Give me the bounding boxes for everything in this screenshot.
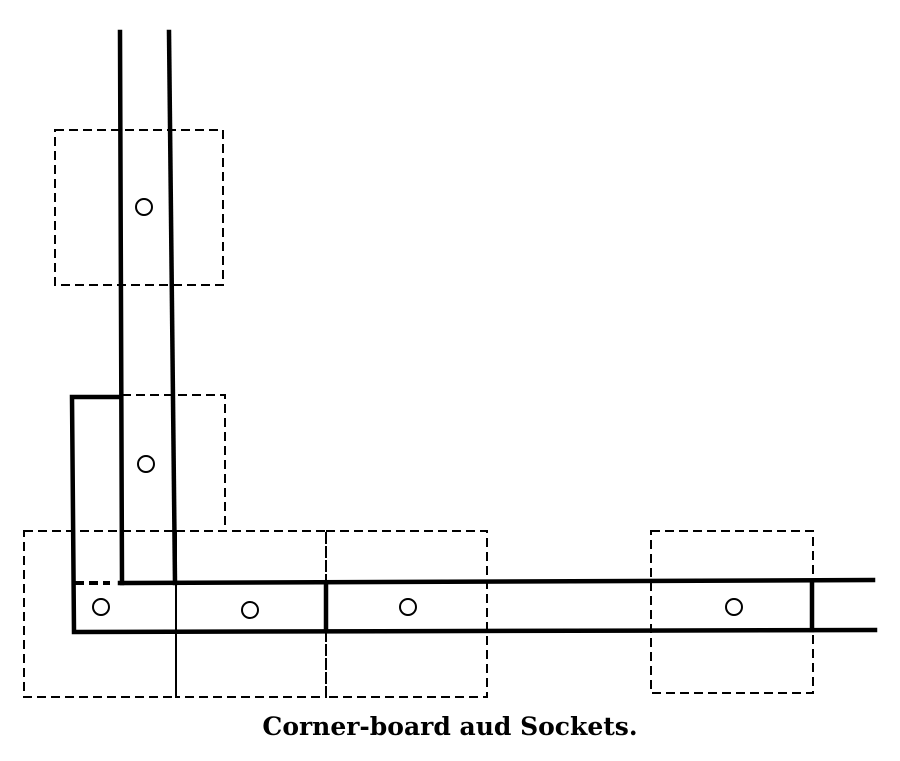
socket-hole-icon [137, 455, 155, 473]
corner-board-outline [69, 394, 878, 635]
socket-hole-icon [399, 598, 417, 616]
vertical-board-inner-edge [117, 29, 125, 586]
socket-box-upper [54, 129, 224, 286]
socket-box-corner [23, 530, 177, 698]
socket-hole-icon [241, 601, 259, 619]
socket-hole-icon [92, 598, 110, 616]
horizontal-board-top-edge [117, 577, 876, 586]
socket-hole-icon [135, 198, 153, 216]
socket-hole-icon [725, 598, 743, 616]
figure-caption: Corner-board aud Sockets. [262, 712, 638, 741]
socket-box-middle [122, 394, 226, 531]
vertical-board-outer-edge [166, 29, 178, 586]
socket-box-bottom-3 [325, 530, 488, 698]
